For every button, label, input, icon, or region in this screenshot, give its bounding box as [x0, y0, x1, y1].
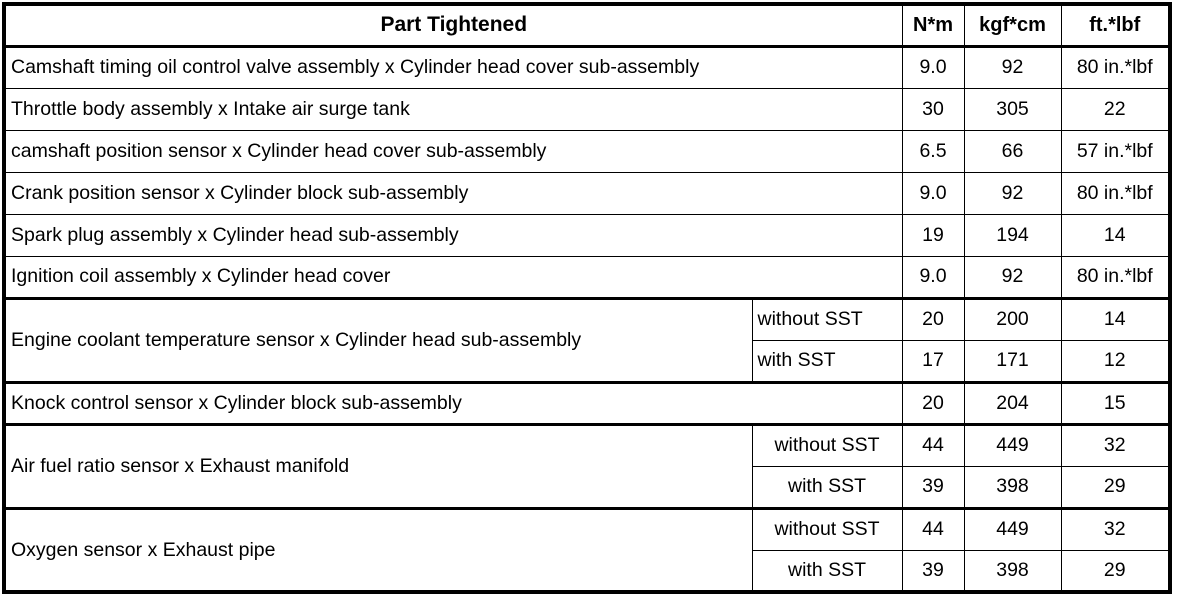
header-row: Part Tightened N*m kgf*cm ft.*lbf [3, 3, 1171, 48]
part-name-cell: Spark plug assembly x Cylinder head sub-… [3, 213, 903, 257]
table-row: with SST 17 171 12 [4, 339, 1171, 383]
part-name-cell: Camshaft timing oil control valve assemb… [3, 44, 903, 89]
value-nm: 44 [901, 422, 965, 467]
column-header-ftlbf: ft.*lbf [1060, 3, 1171, 48]
value-nm: 19 [901, 213, 965, 257]
value-kgfcm: 398 [963, 549, 1062, 593]
value-ftlbf: 32 [1060, 506, 1171, 551]
value-nm: 6.5 [901, 129, 965, 173]
value-kgfcm: 398 [963, 465, 1062, 509]
table-row: with SST 39 398 29 [4, 465, 1171, 509]
value-ftlbf: 29 [1060, 549, 1171, 593]
table-row: Camshaft timing oil control valve assemb… [3, 44, 1171, 89]
table-row: Ignition coil assembly x Cylinder head c… [3, 255, 1171, 299]
table-header: Part Tightened N*m kgf*cm ft.*lbf [3, 3, 1171, 48]
part-name-cell: Throttle body assembly x Intake air surg… [3, 87, 903, 131]
sst-option-with: with SST [751, 549, 903, 593]
value-ftlbf: 29 [1060, 465, 1171, 509]
table-body: Camshaft timing oil control valve assemb… [3, 44, 1171, 593]
part-name-cell: Knock control sensor x Cylinder block su… [3, 380, 903, 425]
value-kgfcm: 305 [963, 87, 1062, 131]
table-row: Throttle body assembly x Intake air surg… [3, 87, 1171, 131]
table-row: Crank position sensor x Cylinder block s… [3, 171, 1171, 215]
value-kgfcm: 204 [963, 380, 1062, 425]
value-ftlbf: 12 [1060, 339, 1171, 383]
sst-option-without: without SST [751, 506, 903, 551]
part-name-cell: camshaft position sensor x Cylinder head… [3, 129, 903, 173]
value-nm: 30 [901, 87, 965, 131]
part-name-cell: Air fuel ratio sensor x Exhaust manifold [3, 422, 753, 509]
value-kgfcm: 171 [963, 339, 1062, 383]
value-ftlbf: 80 in.*lbf [1060, 44, 1171, 89]
part-name-cell: Crank position sensor x Cylinder block s… [3, 171, 903, 215]
table-row: Engine coolant temperature sensor x Cyli… [3, 296, 1171, 383]
value-ftlbf: 32 [1060, 422, 1171, 467]
value-nm: 44 [901, 506, 965, 551]
value-kgfcm: 200 [963, 296, 1062, 341]
table-row: Spark plug assembly x Cylinder head sub-… [3, 213, 1171, 257]
table-row: with SST 39 398 29 [4, 549, 1171, 593]
value-kgfcm: 92 [963, 255, 1062, 299]
table-row: Air fuel ratio sensor x Exhaust manifold… [3, 422, 1171, 509]
column-header-nm: N*m [901, 3, 965, 48]
part-name-cell: Engine coolant temperature sensor x Cyli… [3, 296, 753, 383]
value-kgfcm: 92 [963, 44, 1062, 89]
sst-option-with: with SST [751, 465, 903, 509]
sst-option-without: without SST [751, 422, 903, 467]
column-header-part-tightened: Part Tightened [3, 3, 903, 48]
part-name-cell: Ignition coil assembly x Cylinder head c… [3, 255, 903, 299]
value-nm: 9.0 [901, 44, 965, 89]
value-kgfcm: 66 [963, 129, 1062, 173]
value-ftlbf: 14 [1060, 296, 1171, 341]
value-ftlbf: 57 in.*lbf [1060, 129, 1171, 173]
value-nm: 9.0 [901, 255, 965, 299]
sst-option-with: with SST [751, 339, 903, 383]
value-ftlbf: 80 in.*lbf [1060, 255, 1171, 299]
value-kgfcm: 449 [963, 506, 1062, 551]
sst-option-without: without SST [751, 296, 903, 341]
value-nm: 20 [901, 380, 965, 425]
value-nm: 17 [901, 339, 965, 383]
value-ftlbf: 14 [1060, 213, 1171, 257]
value-ftlbf: 80 in.*lbf [1060, 171, 1171, 215]
value-kgfcm: 92 [963, 171, 1062, 215]
column-header-kgfcm: kgf*cm [963, 3, 1062, 48]
value-nm: 39 [901, 465, 965, 509]
value-nm: 39 [901, 549, 965, 593]
table-row: Oxygen sensor x Exhaust pipe without SST… [3, 506, 1171, 593]
value-nm: 9.0 [901, 171, 965, 215]
table-row: Knock control sensor x Cylinder block su… [3, 380, 1171, 425]
part-name-cell: Oxygen sensor x Exhaust pipe [3, 506, 753, 593]
torque-specification-table: Part Tightened N*m kgf*cm ft.*lbf Camsha… [2, 2, 1173, 594]
value-nm: 20 [901, 296, 965, 341]
value-ftlbf: 22 [1060, 87, 1171, 131]
value-ftlbf: 15 [1060, 380, 1171, 425]
table-row: camshaft position sensor x Cylinder head… [3, 129, 1171, 173]
value-kgfcm: 194 [963, 213, 1062, 257]
value-kgfcm: 449 [963, 422, 1062, 467]
